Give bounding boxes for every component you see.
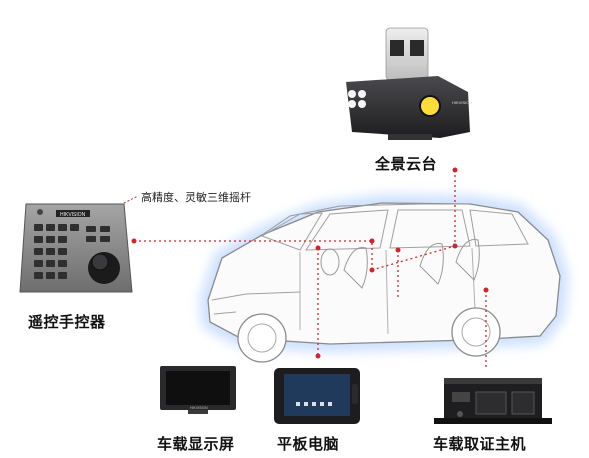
car-front-wheel	[237, 313, 287, 363]
joystick-keyboard-device: HIKVISION	[19, 203, 133, 293]
car-side-window-rear	[389, 209, 471, 249]
connector-lines	[134, 170, 487, 370]
label-tablet: 平板电脑	[277, 435, 340, 453]
ptz-led-array	[348, 90, 366, 108]
label-evidence-host: 车载取证主机	[433, 435, 527, 453]
label-joystick-controller: 遥控手控器	[28, 313, 106, 331]
tablet-device	[274, 368, 360, 424]
vehicle-display-device: HIKVISION	[160, 366, 236, 414]
car-side-window-front	[305, 209, 389, 251]
callout-joystick-feature: 高精度、灵敏三维摇杆	[138, 188, 254, 206]
label-vehicle-display: 车载显示屏	[157, 435, 235, 453]
keyboard-brand-logo: HIKVISION	[60, 212, 86, 218]
panoramic-ptz-camera: HIKVISION	[346, 27, 472, 140]
keyboard-keys	[34, 224, 110, 279]
ptz-brand-logo: HIKVISION	[452, 100, 472, 105]
connector-dots	[131, 167, 489, 359]
tablet-app-icons	[296, 402, 332, 406]
callout-leader	[121, 194, 141, 205]
joystick-knob-icon	[91, 253, 109, 271]
ptz-lens-icon	[419, 95, 441, 117]
evidence-host-device	[434, 378, 552, 424]
car-illustration	[199, 194, 569, 363]
label-panoramic-ptz: 全景云台	[375, 155, 438, 173]
display-brand-logo: HIKVISION	[190, 406, 208, 410]
car-rear-wheel	[451, 307, 501, 357]
car-windshield	[260, 212, 323, 251]
